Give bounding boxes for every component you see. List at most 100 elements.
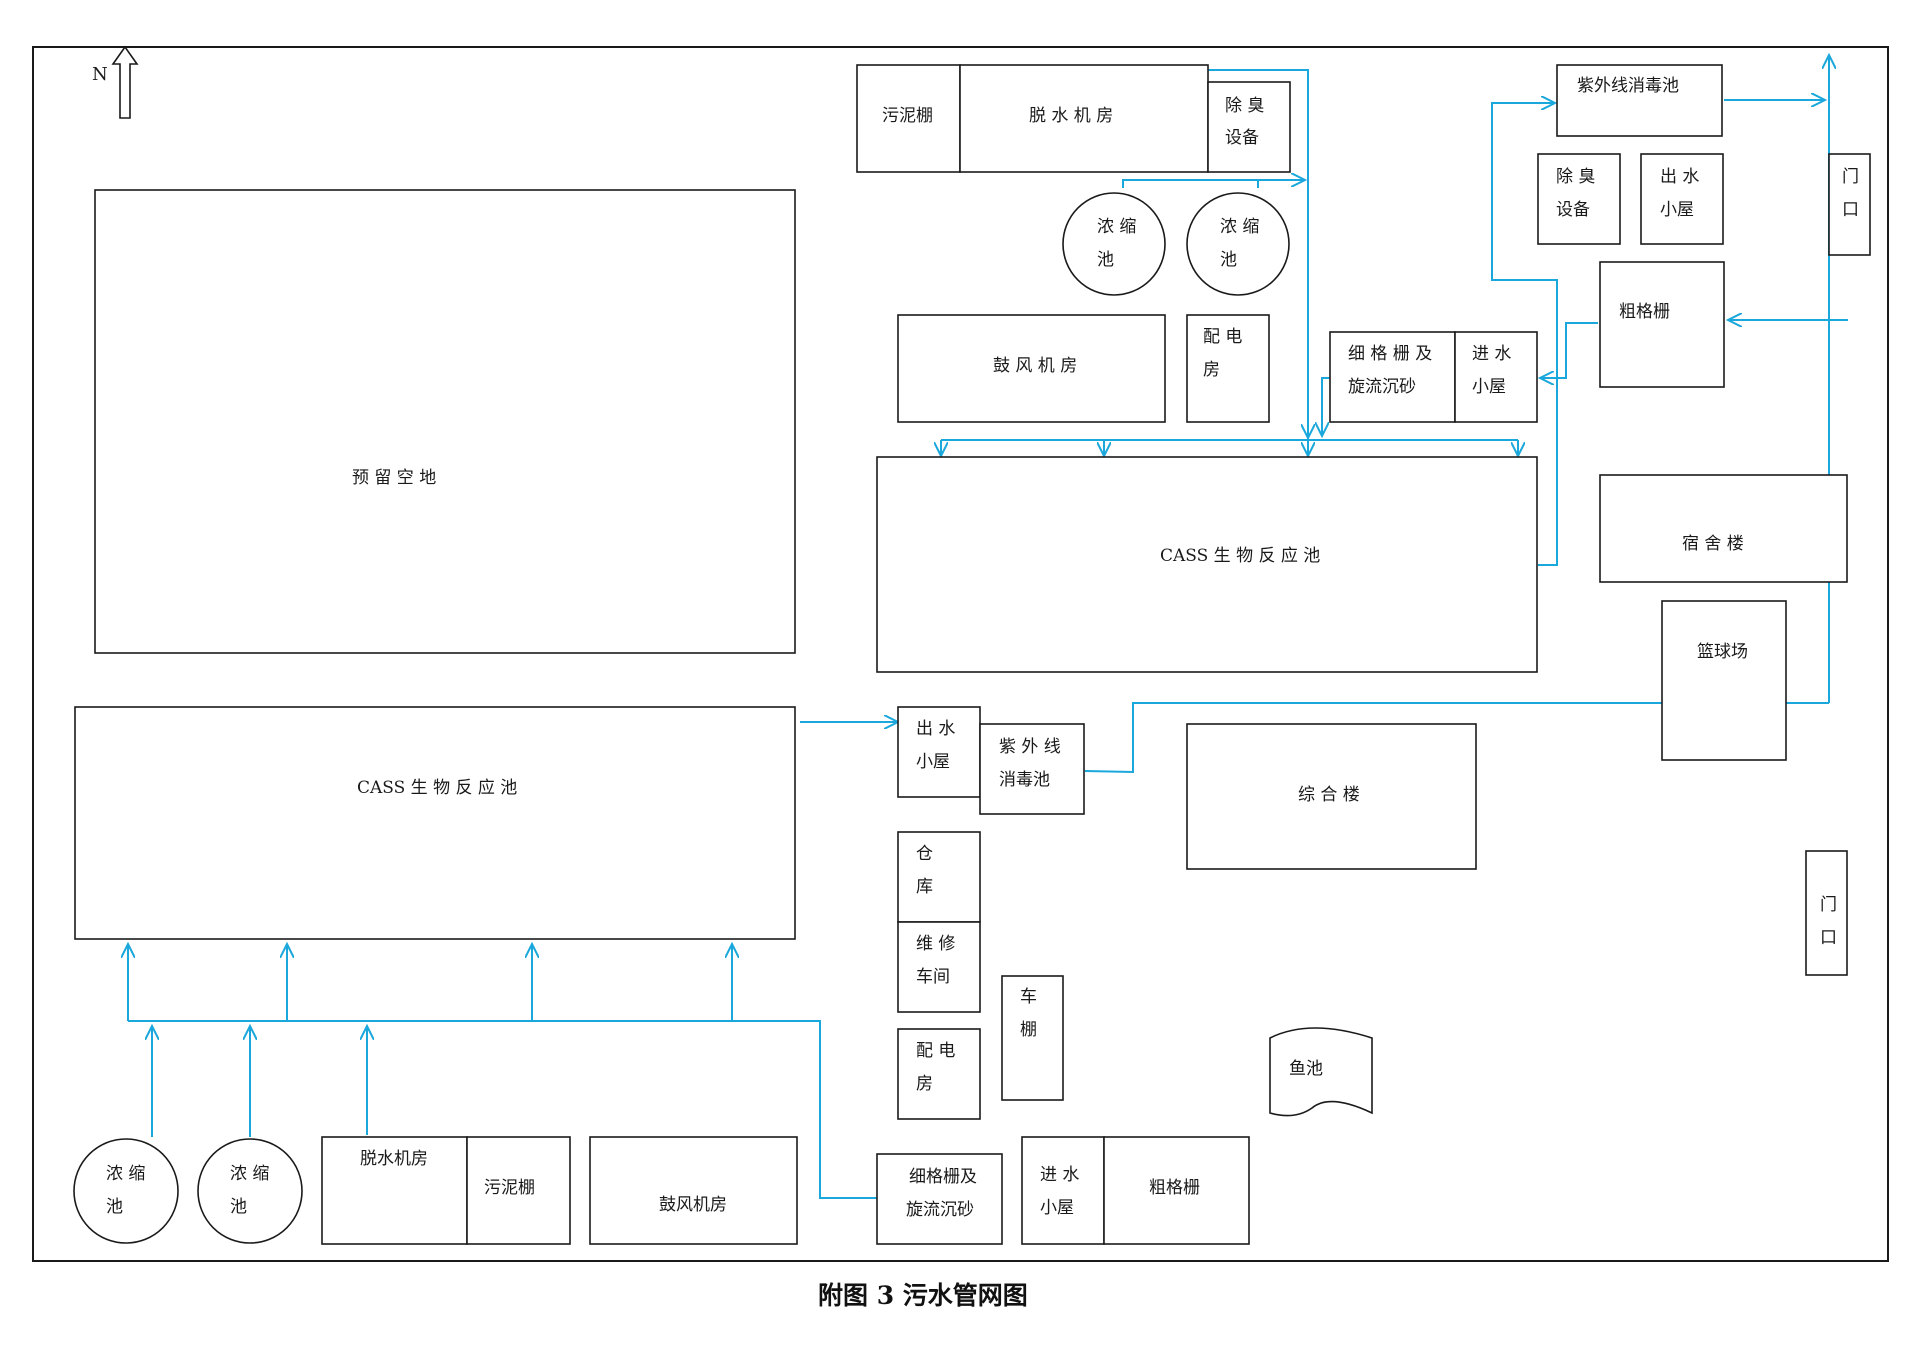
inlet-house-south	[1021, 1136, 1105, 1245]
car-shed-line1: 车	[1020, 987, 1037, 1007]
uv-disinfection-ne-label: 紫外线消毒池	[1577, 76, 1679, 96]
pipe-coarse-to-inlet	[1540, 322, 1598, 379]
power-room-south-line1: 配 电	[916, 1041, 955, 1061]
gate-east	[1828, 153, 1871, 256]
fish-pond	[1269, 1027, 1373, 1117]
site-boundary	[32, 46, 1889, 1262]
cass-reactor-west	[74, 706, 796, 940]
gate-south-line1: 门	[1820, 895, 1837, 915]
outlet-house-east-line2: 小屋	[1660, 200, 1694, 220]
power-room-north-line1: 配 电	[1203, 327, 1242, 347]
outlet-house-east	[1640, 153, 1724, 245]
coarse-screen-east	[1599, 261, 1725, 388]
thickener-north-1	[1062, 192, 1166, 296]
pipe-south-header	[128, 1020, 877, 1199]
warehouse-line2: 库	[916, 877, 933, 897]
uv-disinfection-central-line1: 紫 外 线	[999, 737, 1061, 757]
sludge-shed-south-label: 污泥棚	[484, 1178, 535, 1198]
thickener-south-2	[197, 1138, 303, 1244]
sludge-shed-south	[466, 1136, 571, 1245]
coarse-screen-east-label: 粗格栅	[1619, 302, 1670, 322]
blower-house-south-label: 鼓风机房	[659, 1195, 727, 1215]
sludge-shed-north	[856, 64, 961, 173]
outlet-house-east-line1: 出 水	[1660, 167, 1699, 187]
north-arrow: N	[92, 45, 139, 119]
uv-disinfection-ne	[1556, 64, 1723, 137]
dormitory-label: 宿 舍 楼	[1682, 534, 1744, 554]
car-shed-line2: 棚	[1020, 1020, 1037, 1040]
gate-east-line1: 门	[1842, 167, 1859, 187]
repair-workshop-line2: 车间	[916, 967, 950, 987]
fine-screen-grit-south-line2: 旋流沉砂	[906, 1200, 974, 1220]
pipe-network	[128, 55, 1848, 1199]
deodor-east-line1: 除 臭	[1556, 167, 1595, 187]
fine-screen-grit-north	[1329, 331, 1456, 423]
outlet-house-central	[897, 706, 981, 798]
power-room-north	[1186, 314, 1270, 423]
pipe-uv-c-to-trunk	[1084, 702, 1829, 774]
thickener-north-2-line2: 池	[1220, 250, 1237, 270]
thickener-north-2-line1: 浓 缩	[1220, 217, 1259, 237]
inlet-house-south-line1: 进 水	[1040, 1165, 1079, 1185]
inlet-house-south-line2: 小屋	[1040, 1198, 1074, 1218]
thickener-south-2-line2: 池	[230, 1197, 247, 1217]
thickener-south-2-line1: 浓 缩	[230, 1164, 269, 1184]
dormitory	[1599, 474, 1848, 583]
fine-screen-grit-south	[876, 1153, 1003, 1245]
office-building	[1186, 723, 1477, 870]
dewatering-house-north	[959, 64, 1209, 173]
warehouse-line1: 仓	[916, 844, 933, 864]
car-shed	[1001, 975, 1064, 1101]
dewatering-house-north-label: 脱 水 机 房	[1029, 106, 1113, 126]
inlet-house-north	[1454, 331, 1538, 423]
dewatering-house-south-label: 脱水机房	[360, 1149, 428, 1169]
coarse-screen-south	[1103, 1136, 1250, 1245]
thickener-north-1-line1: 浓 缩	[1097, 217, 1136, 237]
repair-workshop	[897, 921, 981, 1013]
warehouse	[897, 831, 981, 923]
power-room-north-line2: 房	[1203, 360, 1220, 380]
thickener-south-1-line2: 池	[106, 1197, 123, 1217]
north-label: N	[92, 64, 108, 85]
pipe-fine-grit-to-header	[1321, 377, 1330, 436]
inlet-house-north-line1: 进 水	[1472, 344, 1511, 364]
basketball-court-label: 篮球场	[1697, 642, 1748, 662]
pipe-cass-to-uv-ne	[1491, 102, 1558, 566]
outlet-house-central-line2: 小屋	[916, 752, 950, 772]
blower-house-north-label: 鼓 风 机 房	[993, 356, 1077, 376]
deodor-north-line1: 除 臭	[1225, 96, 1264, 116]
coarse-screen-south-label: 粗格栅	[1149, 1178, 1200, 1198]
cass-reactor-east-label: CASS 生 物 反 应 池	[1160, 546, 1320, 566]
dewatering-house-south	[321, 1136, 468, 1245]
fish-pond-label: 鱼池	[1289, 1059, 1323, 1079]
blower-house-south	[589, 1136, 798, 1245]
deodor-equipment-north	[1207, 81, 1291, 173]
power-room-south-line2: 房	[916, 1074, 933, 1094]
fine-screen-grit-north-line1: 细 格 栅 及	[1348, 344, 1432, 364]
pipe-thickeners-north	[1122, 179, 1305, 188]
office-building-label: 综 合 楼	[1298, 785, 1360, 805]
reserved-land-label: 预 留 空 地	[352, 468, 436, 488]
basketball-court	[1661, 600, 1787, 761]
gate-south-line2: 口	[1820, 928, 1837, 948]
thickener-south-1-line1: 浓 缩	[106, 1164, 145, 1184]
uv-disinfection-central-line2: 消毒池	[999, 770, 1050, 790]
uv-disinfection-central	[979, 723, 1085, 815]
thickener-south-1	[73, 1138, 179, 1244]
sludge-shed-north-label: 污泥棚	[882, 106, 933, 126]
deodor-equipment-east	[1537, 153, 1621, 245]
thickener-north-2	[1186, 192, 1290, 296]
deodor-east-line2: 设备	[1556, 200, 1590, 220]
north-arrow-icon	[111, 45, 139, 119]
inlet-house-north-line2: 小屋	[1472, 377, 1506, 397]
figure-caption: 附图 3 污水管网图	[818, 1281, 1028, 1310]
blower-house-north	[897, 314, 1166, 423]
repair-workshop-line1: 维 修	[916, 934, 955, 954]
cass-reactor-east	[876, 456, 1538, 673]
gate-south	[1805, 850, 1848, 976]
thickener-north-1-line2: 池	[1097, 250, 1114, 270]
fine-screen-grit-south-line1: 细格栅及	[909, 1167, 977, 1187]
fine-screen-grit-north-line2: 旋流沉砂	[1348, 377, 1416, 397]
power-room-south	[897, 1028, 981, 1120]
